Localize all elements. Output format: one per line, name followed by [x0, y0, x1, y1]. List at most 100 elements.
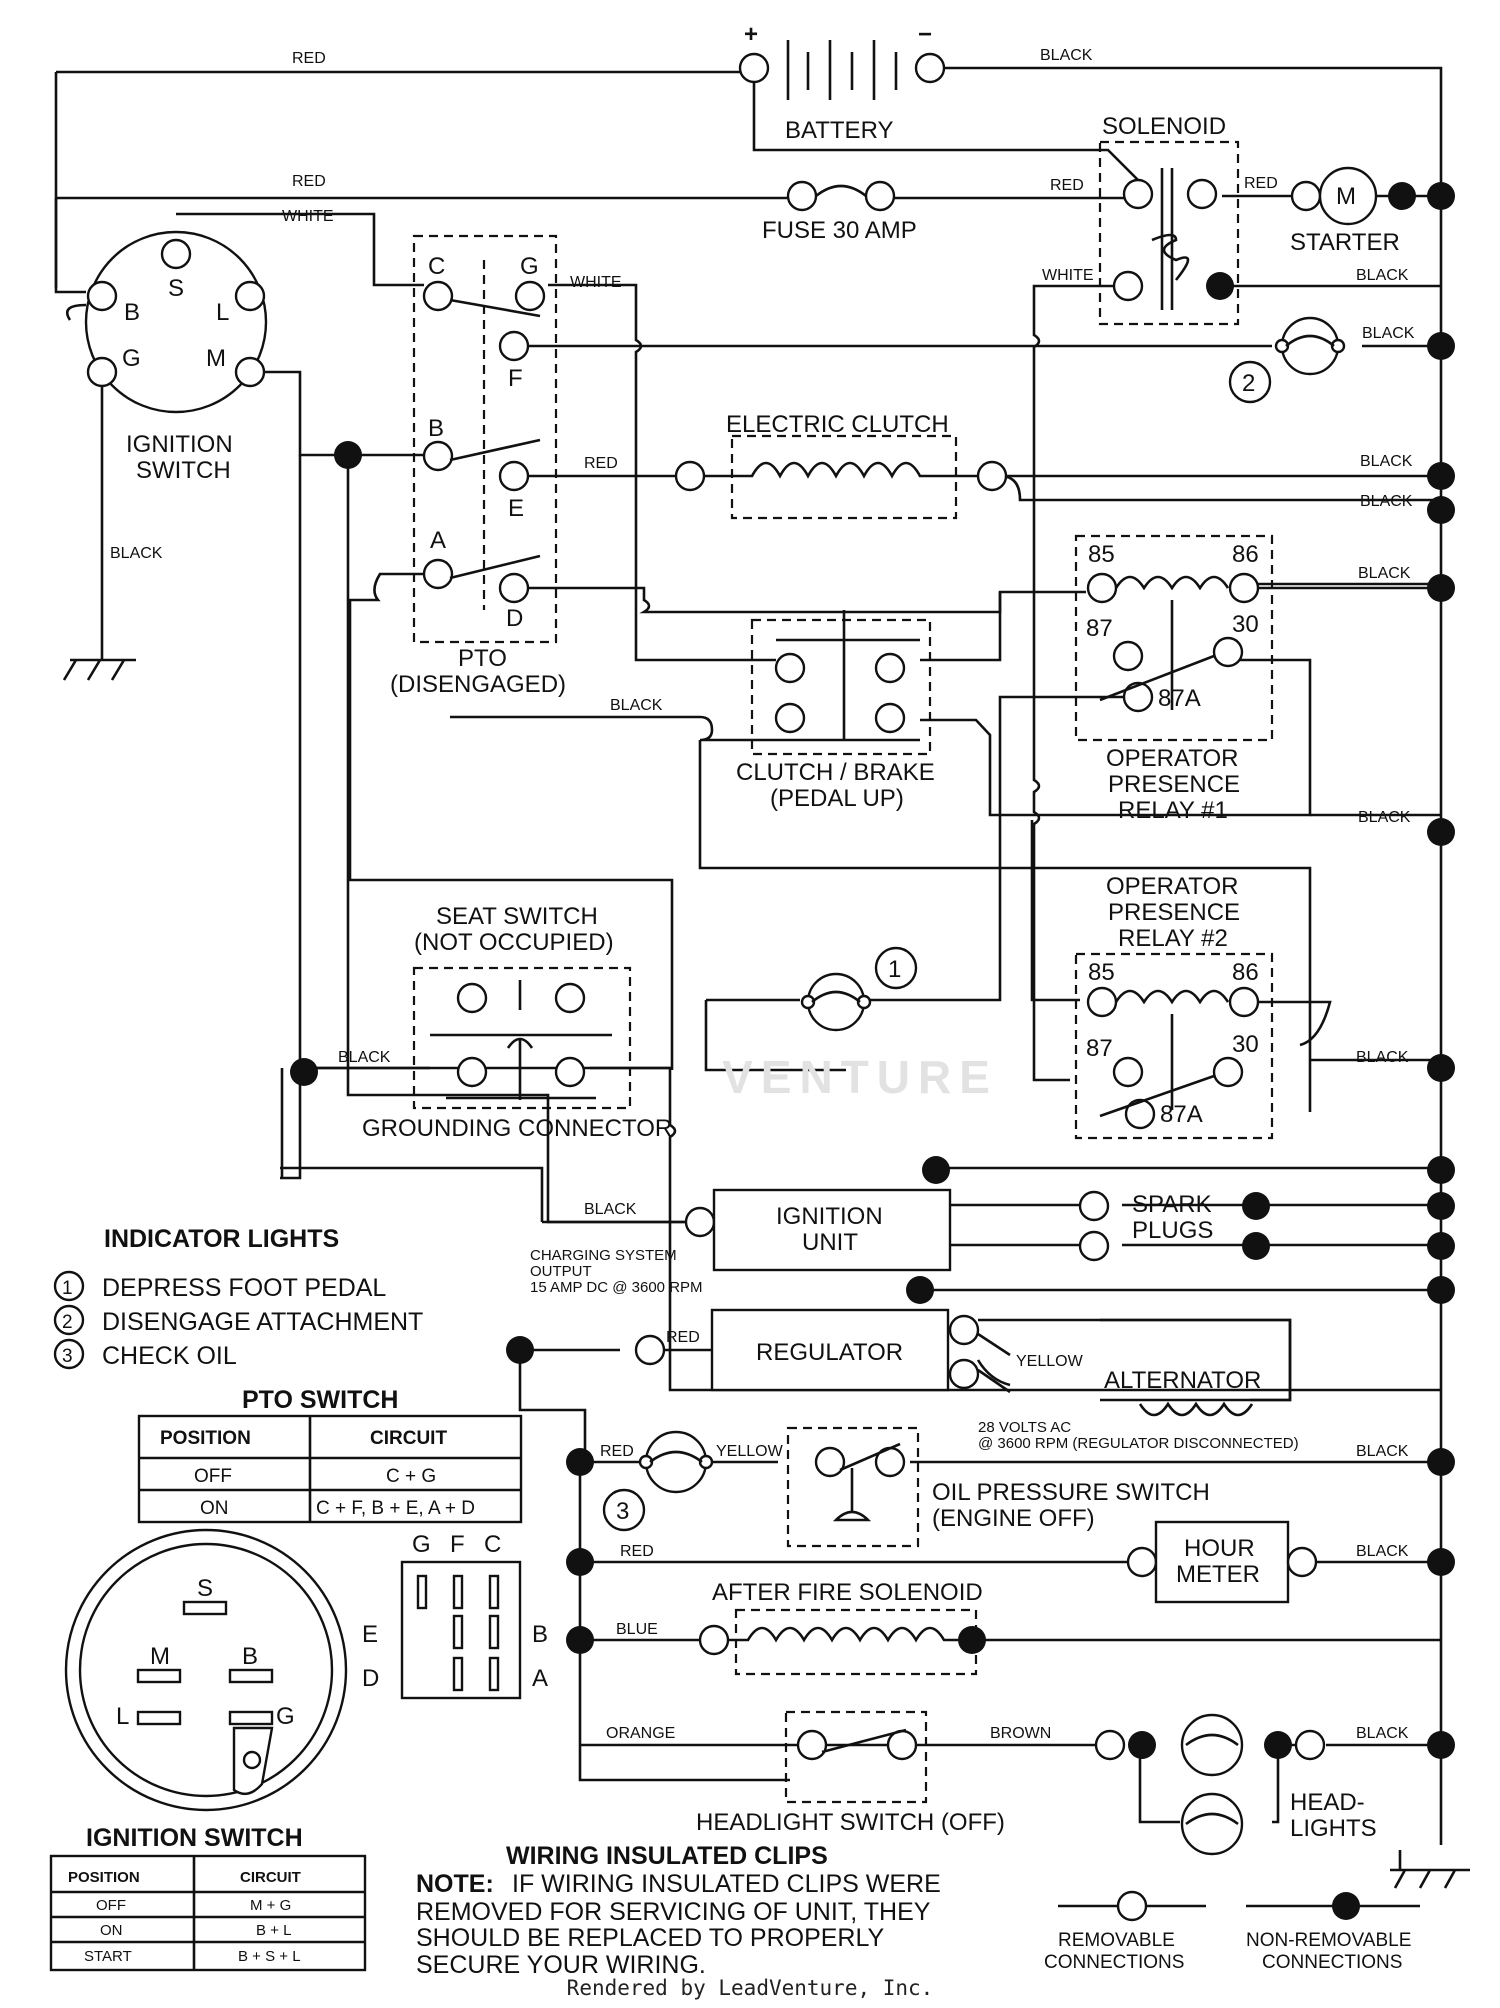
seat-switch: SEAT SWITCH (NOT OCCUPIED) GROUNDING CON…	[290, 903, 672, 1142]
indicator-light-1: 1	[800, 946, 918, 1032]
headlights: HEAD- LIGHTS	[1094, 1713, 1455, 1856]
battery-label: BATTERY	[785, 117, 893, 144]
wire-label-yellow-oil: YELLOW	[716, 1443, 784, 1460]
note-line-3: SHOULD BE REPLACED TO PROPERLY	[416, 1924, 885, 1952]
ignition-unit-label-2: UNIT	[802, 1229, 858, 1256]
relay1-terminal-87a: 87A	[1158, 685, 1201, 712]
headlights-label-1: HEAD-	[1290, 1789, 1365, 1816]
ignition-face-l: L	[116, 1703, 129, 1730]
relay1-terminal-87: 87	[1086, 615, 1113, 642]
wire-label-black-clutch-1: BLACK	[1360, 453, 1413, 470]
note-line-4: SECURE YOUR WIRING.	[416, 1951, 706, 1979]
relay1-label-3: RELAY #1	[1118, 797, 1228, 824]
wire-label-red-fuse: RED	[292, 173, 326, 190]
pto-switch-schematic: C G F B E A D PTO (DISENGAGED)	[390, 234, 566, 698]
pto-table-header-circuit: CIRCUIT	[370, 1428, 447, 1449]
pto-table-row1-circuit: C + G	[386, 1466, 436, 1487]
oil-pressure-label-1: OIL PRESSURE SWITCH	[932, 1479, 1210, 1506]
legend-nonremovable-2: CONNECTIONS	[1262, 1952, 1402, 1973]
ignition-switch-schematic: S B L G M IGNITION SWITCH	[84, 230, 362, 484]
ac-output-2: @ 3600 RPM (REGULATOR DISCONNECTED)	[978, 1435, 1299, 1452]
indicator-light-2-number: 2	[1242, 370, 1255, 397]
clutch-brake-switch: CLUTCH / BRAKE (PEDAL UP)	[736, 610, 935, 812]
starter-label: STARTER	[1290, 229, 1400, 256]
ignition-table-header-circuit: CIRCUIT	[240, 1869, 301, 1886]
ignition-table-row3-circuit: B + S + L	[238, 1948, 301, 1965]
relay1-terminal-86: 86	[1232, 541, 1259, 568]
pto-connector-g: G	[412, 1531, 431, 1558]
relay2-terminal-87: 87	[1086, 1035, 1113, 1062]
after-fire-solenoid: AFTER FIRE SOLENOID	[566, 1579, 986, 1676]
hour-meter-label-1: HOUR	[1184, 1535, 1255, 1562]
headlight-switch-label: HEADLIGHT SWITCH (OFF)	[696, 1809, 1005, 1836]
wire-label-black-solenoid: BLACK	[1356, 267, 1409, 284]
relay1-label-1: OPERATOR	[1106, 745, 1238, 772]
indicator-light-3-number: 3	[616, 1498, 629, 1525]
hour-meter: HOUR METER	[566, 1520, 1455, 1604]
ignition-face-m: M	[150, 1643, 170, 1670]
pto-terminal-c: C	[428, 253, 445, 280]
spark-plugs-label-1: SPARK	[1132, 1191, 1212, 1218]
grounding-connector-label: GROUNDING CONNECTOR	[362, 1115, 672, 1142]
relay2-terminal-30: 30	[1232, 1031, 1259, 1058]
ac-output-1: 28 VOLTS AC	[978, 1419, 1071, 1436]
connection-legend: REMOVABLE CONNECTIONS NON-REMOVABLE CONN…	[1044, 1890, 1420, 1973]
clutch-brake-label-1: CLUTCH / BRAKE	[736, 759, 935, 786]
pto-terminal-e: E	[508, 495, 524, 522]
charging-output-3: 15 AMP DC @ 3600 RPM	[530, 1279, 703, 1296]
pto-table-row2-circuit: C + F, B + E, A + D	[316, 1498, 475, 1519]
battery-minus-label: −	[918, 21, 932, 48]
starter-motor: M STARTER	[1290, 166, 1455, 256]
pto-terminal-a: A	[430, 527, 446, 554]
wire-label-black-relay1: BLACK	[1358, 565, 1411, 582]
wire-label-black-top: BLACK	[1040, 47, 1093, 64]
headlights-label-2: LIGHTS	[1290, 1815, 1377, 1842]
pto-connector-f: F	[450, 1531, 465, 1558]
pto-connector-b: B	[532, 1621, 548, 1648]
wire-label-red-regulator: RED	[666, 1329, 700, 1346]
pto-table-row2-position: ON	[200, 1498, 229, 1519]
pto-label-1: PTO	[458, 645, 507, 672]
relay2-label-3: RELAY #2	[1118, 925, 1228, 952]
charging-output-1: CHARGING SYSTEM	[530, 1247, 677, 1264]
ignition-unit-label-1: IGNITION	[776, 1203, 883, 1230]
ignition-face-g: G	[276, 1703, 295, 1730]
ignition-table-row1-position: OFF	[96, 1897, 126, 1914]
note-prefix: NOTE:	[416, 1870, 494, 1898]
ignition-face-s: S	[197, 1575, 213, 1602]
relay2-label-2: PRESENCE	[1108, 899, 1240, 926]
pto-switch-table: PTO SWITCH POSITION CIRCUIT OFF C + G ON…	[137, 1386, 523, 1524]
wire-label-blue: BLUE	[616, 1621, 658, 1638]
ignition-switch-label-2: SWITCH	[136, 457, 231, 484]
footer-credit: Rendered by LeadVenture, Inc.	[566, 1976, 934, 2000]
operator-presence-relay-1: 85 86 87 30 87A OPERATOR PRESENCE RELAY …	[1074, 534, 1455, 846]
indicator-item-3-num: 3	[62, 1346, 73, 1367]
indicator-item-3-text: CHECK OIL	[102, 1342, 237, 1370]
relay1-terminal-85: 85	[1088, 541, 1115, 568]
wire-label-black-oil: BLACK	[1356, 1443, 1409, 1460]
indicator-item-2-text: DISENGAGE ATTACHMENT	[102, 1308, 423, 1336]
wire-label-black-relay1-30: BLACK	[1358, 809, 1411, 826]
wire-label-red-oil: RED	[600, 1443, 634, 1460]
pto-table-header-position: POSITION	[160, 1428, 251, 1449]
ignition-switch-table: IGNITION SWITCH POSITION CIRCUIT OFF M +…	[49, 1824, 367, 1972]
pto-connector-c: C	[484, 1531, 501, 1558]
wire-label-black-headlights: BLACK	[1356, 1725, 1409, 1742]
note-line-2: REMOVED FOR SERVICING OF UNIT, THEY	[416, 1898, 931, 1926]
electric-clutch-label: ELECTRIC CLUTCH	[726, 411, 949, 438]
ignition-terminal-s: S	[168, 275, 184, 302]
wire-label-black-clutch-2: BLACK	[1360, 493, 1413, 510]
electric-clutch: ELECTRIC CLUTCH	[674, 411, 1455, 524]
wire-label-red-clutch: RED	[584, 455, 618, 472]
solenoid: SOLENOID	[1098, 113, 1240, 326]
pto-connector: G F C E D B A	[362, 1531, 548, 1700]
indicator-light-1-number: 1	[888, 956, 901, 983]
relay1-label-2: PRESENCE	[1108, 771, 1240, 798]
relay2-label-1: OPERATOR	[1106, 873, 1238, 900]
wire-label-black-seat: BLACK	[338, 1049, 391, 1066]
wire-label-yellow-alternator: YELLOW	[1016, 1353, 1084, 1370]
regulator-label: REGULATOR	[756, 1339, 903, 1366]
ignition-table-title: IGNITION SWITCH	[86, 1824, 303, 1852]
pto-terminal-f: F	[508, 365, 523, 392]
